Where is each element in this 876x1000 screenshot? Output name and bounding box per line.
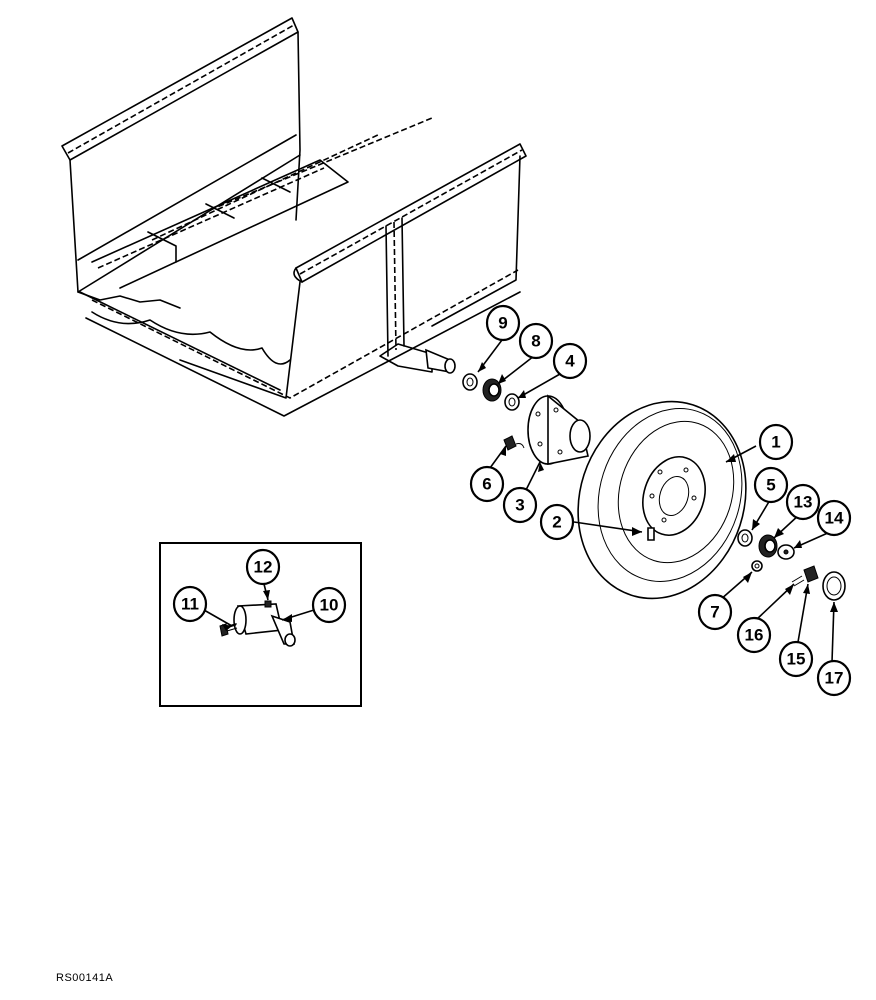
svg-text:13: 13 — [794, 493, 813, 512]
callout-10: 10 — [311, 586, 347, 624]
callout-3: 3 — [502, 486, 538, 524]
svg-text:5: 5 — [766, 476, 775, 495]
leader-2 — [573, 521, 643, 533]
svg-text:10: 10 — [320, 596, 339, 615]
svg-text:8: 8 — [531, 332, 540, 351]
callout-6: 6 — [469, 465, 505, 503]
svg-text:9: 9 — [498, 314, 507, 333]
callout-14: 14 — [816, 499, 852, 537]
figure-code: RS00141A — [56, 972, 114, 984]
leader-11 — [203, 609, 233, 627]
svg-text:1: 1 — [771, 433, 780, 452]
wagon-frame-drawing — [61, 17, 527, 417]
svg-text:17: 17 — [825, 669, 844, 688]
outer-hardware-drawing — [737, 529, 846, 601]
callout-13: 13 — [785, 483, 821, 521]
callout-8: 8 — [518, 322, 554, 360]
callout-12: 12 — [245, 548, 281, 586]
tire-wheel-drawing — [577, 400, 747, 600]
svg-text:12: 12 — [254, 558, 273, 577]
svg-text:16: 16 — [745, 626, 764, 645]
callout-17: 17 — [816, 659, 852, 697]
arrowheads — [222, 362, 838, 631]
svg-text:4: 4 — [565, 352, 575, 371]
callout-4: 4 — [552, 342, 588, 380]
callout-15: 15 — [778, 640, 814, 678]
callout-7: 7 — [697, 593, 733, 631]
svg-text:3: 3 — [515, 496, 524, 515]
svg-text:15: 15 — [787, 650, 806, 669]
svg-text:14: 14 — [825, 509, 844, 528]
hub-drawing — [527, 394, 591, 465]
svg-text:7: 7 — [710, 603, 719, 622]
callout-11: 11 — [172, 585, 208, 623]
callout-9: 9 — [485, 304, 521, 342]
callout-5: 5 — [753, 466, 789, 504]
callout-16: 16 — [736, 616, 772, 654]
svg-text:11: 11 — [181, 595, 199, 614]
svg-text:6: 6 — [482, 475, 491, 494]
svg-text:2: 2 — [552, 513, 561, 532]
leader-15 — [797, 583, 809, 643]
callouts: 1 2 3 4 5 6 7 8 9 10 11 12 13 14 15 16 1… — [172, 304, 852, 697]
callout-1: 1 — [758, 423, 794, 461]
callout-2: 2 — [539, 503, 575, 541]
bearing-parts-drawing — [462, 373, 525, 451]
